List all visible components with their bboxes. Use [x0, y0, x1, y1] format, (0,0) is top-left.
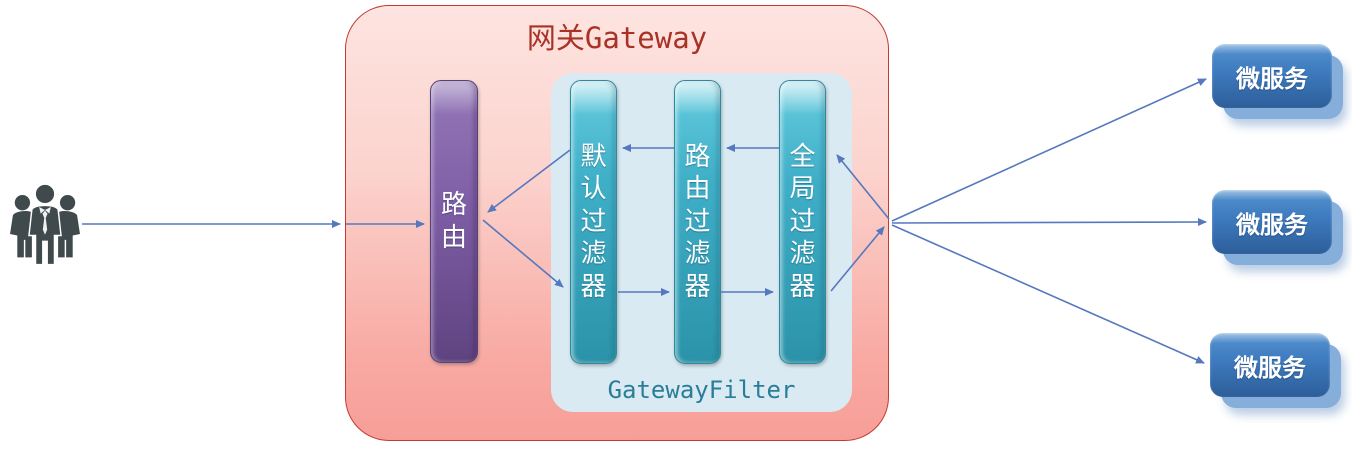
route-bar: 路由 — [430, 80, 478, 363]
microservice-box: 微服务 — [1212, 44, 1332, 108]
microservice-node: 微服务 — [1210, 333, 1342, 411]
global-filter-label: 全局过滤器 — [789, 141, 816, 302]
route-filter-bar: 路由过滤器 — [674, 80, 721, 364]
microservice-node: 微服务 — [1212, 44, 1344, 122]
tie-detail — [39, 207, 51, 235]
global-filter-bar: 全局过滤器 — [779, 80, 826, 364]
people-icon — [10, 183, 80, 266]
gateway-filter-panel-label: GatewayFilter — [607, 376, 796, 404]
microservice-label: 微服务 — [1234, 353, 1306, 382]
arrow-fanout-to-microservice-2 — [891, 218, 1207, 227]
route-bar-label: 路由 — [440, 190, 467, 253]
arrow-fanout-to-microservice-3 — [891, 224, 1205, 364]
default-filter-bar: 默认过滤器 — [570, 80, 617, 364]
default-filter-label: 默认过滤器 — [580, 141, 607, 302]
gateway-title: 网关Gateway — [526, 21, 708, 55]
microservice-box: 微服务 — [1212, 190, 1332, 254]
route-filter-label: 路由过滤器 — [684, 141, 711, 302]
microservice-label: 微服务 — [1236, 64, 1308, 93]
microservice-label: 微服务 — [1236, 210, 1308, 239]
microservice-box: 微服务 — [1210, 333, 1330, 397]
microservice-node: 微服务 — [1212, 190, 1344, 268]
arrow-fanout-to-microservice-1 — [891, 78, 1207, 222]
